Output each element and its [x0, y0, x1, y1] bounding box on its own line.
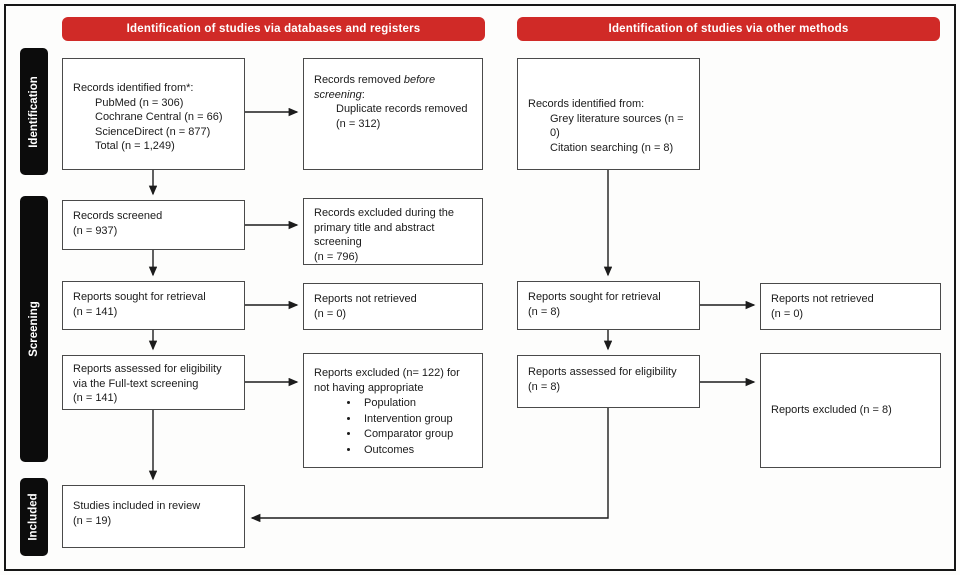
box-text: Reports excluded (n= 122) for not having…: [314, 367, 460, 394]
box-reports-assessed-other: Reports assessed for eligibility (n = 8): [517, 355, 700, 408]
banner-other-label: Identification of studies via other meth…: [608, 23, 849, 35]
box-text: Reports not retrieved: [771, 293, 874, 305]
box-reports-sought-other: Reports sought for retrieval (n = 8): [517, 281, 700, 330]
box-records-excluded-primary: Records excluded during the primary titl…: [303, 198, 483, 265]
page-border: [4, 4, 956, 571]
list-item: Comparator group: [360, 427, 473, 443]
box-text: Reports sought for retrieval: [73, 291, 206, 303]
box-text: (n = 141): [73, 392, 118, 405]
box-text: Records identified from*:: [73, 82, 194, 94]
box-text: (n = 937): [73, 224, 118, 237]
box-text: Reports assessed for eligibility via the…: [73, 363, 222, 390]
box-reports-sought-databases: Reports sought for retrieval (n = 141): [62, 281, 245, 330]
box-text: Records removed before screening:: [314, 74, 436, 101]
box-text: ScienceDirect (n = 877): [95, 125, 211, 138]
box-text: (n = 8): [528, 380, 561, 393]
box-studies-included: Studies included in review (n = 19): [62, 485, 245, 548]
box-reports-excluded-databases: Reports excluded (n= 122) for not having…: [303, 353, 483, 468]
box-text: Reports not retrieved: [314, 293, 417, 305]
list-item: Intervention group: [360, 412, 473, 428]
box-records-screened: Records screened (n = 937): [62, 200, 245, 250]
box-records-removed: Records removed before screening: Duplic…: [303, 58, 483, 170]
phase-label-included: Included: [20, 478, 48, 556]
list-item: Population: [360, 396, 473, 412]
box-text: Records screened: [73, 210, 163, 222]
box-text: (n = 0): [314, 307, 347, 320]
box-text: Duplicate records removed (n = 312): [336, 103, 468, 130]
box-text: (n = 8): [528, 305, 561, 318]
box-text: Total (n = 1,249): [95, 140, 175, 153]
box-text: (n = 796): [314, 250, 359, 263]
banner-databases-registers: Identification of studies via databases …: [62, 17, 485, 41]
box-text: Records excluded during the primary titl…: [314, 207, 455, 249]
box-text: Reports assessed for eligibility: [528, 366, 677, 378]
box-records-identified-databases: Records identified from*: PubMed (n = 30…: [62, 58, 245, 170]
box-text: Records identified from:: [528, 98, 645, 110]
banner-other-methods: Identification of studies via other meth…: [517, 17, 940, 41]
box-text: (n = 141): [73, 305, 118, 318]
box-text: Reports excluded (n = 8): [771, 404, 892, 417]
list-item: Outcomes: [360, 443, 473, 459]
box-reports-assessed-databases: Reports assessed for eligibility via the…: [62, 355, 245, 410]
phase-label-screening: Screening: [20, 196, 48, 462]
box-text: Cochrane Central (n = 66): [95, 111, 223, 124]
box-text: Citation searching (n = 8): [550, 141, 674, 154]
box-text: PubMed (n = 306): [95, 96, 184, 109]
box-reports-not-retrieved-databases: Reports not retrieved (n = 0): [303, 283, 483, 330]
phase-label-identification: Identification: [20, 48, 48, 175]
box-records-identified-other: Records identified from: Grey literature…: [517, 58, 700, 170]
banner-databases-label: Identification of studies via databases …: [126, 23, 421, 35]
box-text: (n = 19): [73, 514, 112, 527]
box-text: (n = 0): [771, 307, 804, 320]
exclusion-reasons-list: Population Intervention group Comparator…: [314, 396, 473, 458]
box-reports-not-retrieved-other: Reports not retrieved (n = 0): [760, 283, 941, 330]
box-text: Grey literature sources (n = 0): [550, 112, 684, 140]
box-reports-excluded-other: Reports excluded (n = 8): [760, 353, 941, 468]
box-text: Studies included in review: [73, 500, 201, 512]
box-text: Reports sought for retrieval: [528, 291, 661, 303]
